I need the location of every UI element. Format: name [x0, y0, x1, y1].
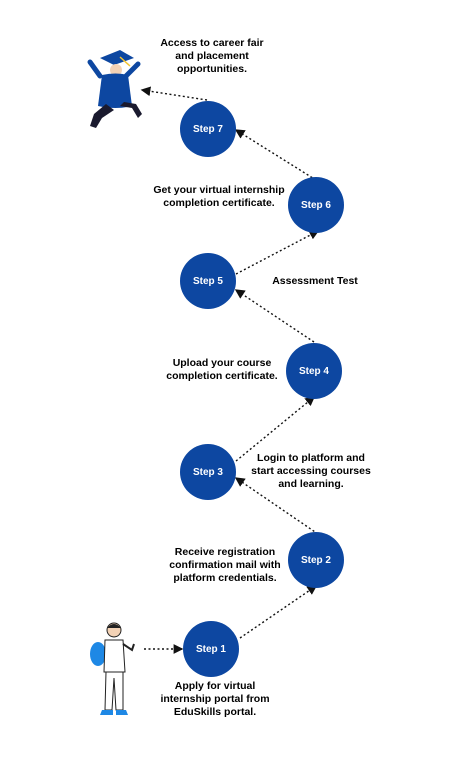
step-2-circle: Step 2: [288, 532, 344, 588]
student-backpack-icon: [90, 622, 135, 715]
arrow-step-3-to-step-4: [235, 396, 316, 462]
arrow-step-1-to-step-2: [239, 585, 318, 639]
arrow-step-2-to-step-3: [234, 477, 319, 535]
step-4-description: Upload your course completion certificat…: [166, 357, 278, 382]
step-1-circle: Step 1: [183, 621, 239, 677]
arrow-step-4-to-step-5: [234, 289, 315, 343]
step-7-description: Access to career fair and placement oppo…: [160, 37, 264, 75]
graduate-jumping-icon: [87, 50, 142, 128]
step-7-circle: Step 7: [180, 101, 236, 157]
step-3-description: Login to platform and start accessing co…: [251, 452, 371, 490]
step-6-description: Get your virtual internship completion c…: [153, 184, 285, 209]
step-4-circle: Step 4: [286, 343, 342, 399]
step-1-description: Apply for virtual internship portal from…: [160, 680, 270, 718]
step-5-description: Assessment Test: [272, 275, 358, 287]
step-2-description: Receive registration confirmation mail w…: [169, 546, 281, 584]
step-3-circle: Step 3: [180, 444, 236, 500]
arrow-step-7-to-end: [140, 86, 208, 101]
step-5-circle: Step 5: [180, 253, 236, 309]
arrow-step-6-to-step-7: [234, 129, 317, 181]
step-6-circle: Step 6: [288, 177, 344, 233]
arrow-step-5-to-step-6: [235, 230, 320, 275]
